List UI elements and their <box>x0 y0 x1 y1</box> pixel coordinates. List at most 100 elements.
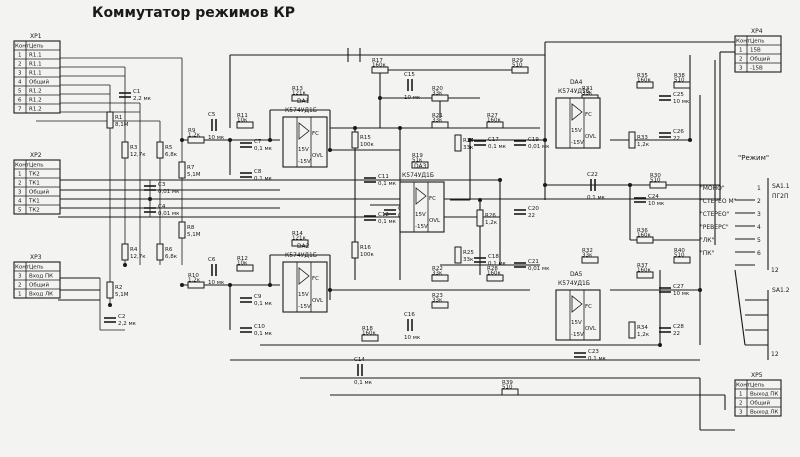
connector-pin-number: 2 <box>18 62 22 68</box>
capacitor-value: 10 мк <box>404 95 421 101</box>
resistor-ref: R32 <box>582 248 593 254</box>
opamp-type: К574УД1Б <box>558 280 590 287</box>
connector-pin-number: 1 <box>18 172 22 178</box>
mode-switch-position-label: "ПК" <box>700 250 715 257</box>
capacitor-value: 0,01 мк <box>158 211 180 217</box>
capacitor-value: 0,1 мк <box>588 356 607 362</box>
resistor-value: 51к <box>412 158 423 164</box>
opamp-pin-fc: FC <box>312 276 319 282</box>
connector-pin-number: 5 <box>18 89 22 95</box>
resistor-ref: R25 <box>463 250 474 256</box>
capacitor-ref: C16 <box>404 312 415 318</box>
connector-header-circuit: Цепь <box>750 383 765 389</box>
capacitor-value: 0,1 мк <box>587 195 606 201</box>
connector-pin-circuit: R1.2 <box>29 98 42 104</box>
opamp-type: К574УД1Б <box>558 88 590 95</box>
opamp-ref: DA1 <box>297 98 310 105</box>
resistor-r9: R91,2к <box>187 128 205 144</box>
resistor-ref: R36 <box>637 228 648 234</box>
capacitor-ref: C23 <box>588 349 599 355</box>
resistor-ref: R38 <box>674 73 685 79</box>
resistor-value: 510 <box>674 78 685 84</box>
connector-pin-circuit: R1.1 <box>29 71 42 77</box>
capacitor-value: 0,1 мк <box>488 144 507 150</box>
capacitor-value: 10 мк <box>673 99 690 105</box>
resistor-ref: R10 <box>188 273 199 279</box>
resistor-ref: R23 <box>432 293 443 299</box>
resistor-ref: R3 <box>130 145 138 151</box>
capacitor-c4: C40,01 мк <box>144 204 180 217</box>
connector-pin-number: 4 <box>18 199 22 205</box>
mode-switch-title: "Режим" <box>738 154 769 162</box>
opamp-pin-pos: 15V <box>298 147 309 153</box>
capacitor-value: 0,1 мк <box>488 261 507 267</box>
connector-pin-circuit: Общий <box>750 56 770 63</box>
mode-switch-ref2: ПГ2П <box>772 193 789 200</box>
capacitor-ref: C11 <box>378 174 389 180</box>
resistor-ref: R14 <box>292 231 303 237</box>
capacitor-value: 2,2 мк <box>118 321 137 327</box>
resistor-value: 100к <box>360 142 374 148</box>
opamp-pin-fc: FC <box>585 304 592 310</box>
schematic-title: Коммутатор режимов КР <box>92 5 296 21</box>
capacitor-ref: C1 <box>133 89 140 95</box>
resistor-ref: R27 <box>487 113 498 119</box>
resistor-value: 5,1М <box>187 232 201 238</box>
connector-name: XP4 <box>751 28 763 35</box>
resistor-ref: R37 <box>637 263 648 269</box>
capacitor-ref: C3 <box>158 182 166 188</box>
capacitor-value: 10 мк <box>404 335 421 341</box>
resistor-value: 6,8к <box>165 152 178 158</box>
connector-pin-number: 4 <box>18 80 22 86</box>
resistor-value: 33к <box>582 253 593 259</box>
connector-pin-number: 1 <box>18 292 22 298</box>
resistor-ref: R35 <box>637 73 648 79</box>
capacitor-c3: C30,01 мк <box>144 182 180 195</box>
connector-name: XP5 <box>751 372 763 379</box>
connector-header-circuit: Цепь <box>750 39 765 45</box>
opamp-ref: DA3 <box>414 163 427 170</box>
mode-switch-position-number: 6 <box>757 250 761 257</box>
opamp-type: К574УД1Б <box>285 252 317 259</box>
mode-switch: "Режим" SA1.1 ПГ2П SA1.2 12 12 "МОНО"1"С… <box>700 154 790 358</box>
resistor-ref: R28 <box>487 266 498 272</box>
mode-switch-position-number: 1 <box>757 185 761 192</box>
connector-name: XP2 <box>30 152 42 159</box>
mode-switch-position-label: "ЛК" <box>700 237 715 244</box>
mode-switch-position-number: 3 <box>757 211 761 218</box>
capacitor-value: 0,01 мк <box>528 144 550 150</box>
capacitor-c8: C80,1 мк <box>240 169 273 182</box>
capacitor-ref: C19 <box>528 137 539 143</box>
resistor-ref: R7 <box>187 165 195 171</box>
connector-header-no: Конт <box>15 163 30 169</box>
resistor-value: 160к <box>372 63 386 69</box>
capacitor-value: 0,1 мк <box>354 380 373 386</box>
resistor-value: 10к <box>237 261 248 267</box>
resistor-value: 510 <box>512 63 523 69</box>
mode-switch-position-label: "РЕВЕРС" <box>700 224 729 231</box>
connector-pin-circuit: ТК2 <box>28 172 40 178</box>
opamp-pin-ovl: OVL <box>429 218 441 224</box>
connector-pin-circuit: ТК1 <box>28 181 40 187</box>
